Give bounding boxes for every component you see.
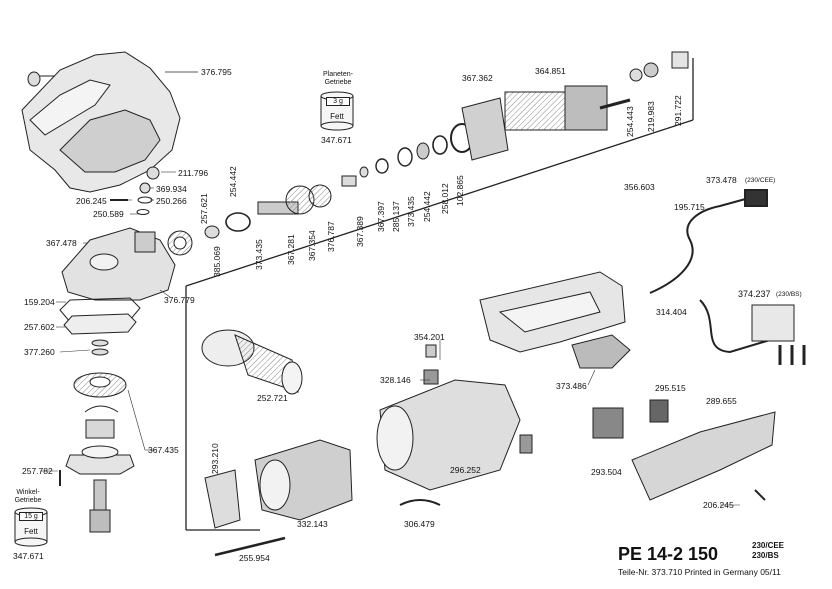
- planetary-gear-row: [204, 123, 474, 239]
- part-label-291722: 291.722: [673, 95, 683, 126]
- part-label-367354: 367.354: [307, 230, 317, 261]
- part-label-373478-note: (230/CEE): [745, 177, 776, 184]
- part-label-258012: 258.012: [440, 183, 450, 214]
- part-label-373435-b: 373.435: [406, 196, 416, 227]
- part-label-369934: 369.934: [156, 184, 187, 194]
- motor-cover-plate: [631, 411, 776, 501]
- gear-cover: [21, 51, 181, 193]
- bevel-gear-stack: [59, 339, 135, 533]
- armature: [461, 51, 689, 161]
- part-label-195715: 195.715: [674, 202, 705, 212]
- part-label-285137: 285.137: [391, 201, 401, 232]
- part-label-257621: 257.621: [199, 193, 209, 224]
- switch-parts: [423, 334, 669, 454]
- part-label-367478: 367.478: [46, 238, 77, 248]
- grease-top-label: Fett: [330, 112, 344, 121]
- power-cable: [649, 189, 806, 365]
- part-label-367281: 367.281: [286, 234, 296, 265]
- part-label-219983: 219.983: [646, 101, 656, 132]
- part-label-374237: 374.237: [738, 289, 771, 299]
- variant-bs: 230/BS: [752, 551, 779, 560]
- part-label-289655: 289.655: [706, 396, 737, 406]
- part-label-296252: 296.252: [450, 465, 481, 475]
- planetary-gear-note: Planeten- Getriebe: [323, 71, 353, 86]
- part-label-252721: 252.721: [257, 393, 288, 403]
- part-label-255954: 255.954: [239, 553, 270, 563]
- grease-bottom-label: Fett: [24, 527, 38, 536]
- part-label-376787: 376.787: [326, 221, 336, 252]
- part-label-250589: 250.589: [93, 209, 124, 219]
- side-handle: [201, 329, 303, 395]
- part-label-206245-a: 206.245: [76, 196, 107, 206]
- part-label-295515: 295.515: [655, 383, 686, 393]
- gear-housing: [61, 227, 193, 301]
- part-label-206245-b: 206.245: [703, 500, 734, 510]
- part-label-373486: 373.486: [556, 381, 587, 391]
- part-label-254442-b: 254.442: [422, 191, 432, 222]
- grease-bottom-part: 347.671: [13, 551, 44, 561]
- part-label-159204: 159.204: [24, 297, 55, 307]
- angle-gear-note: Winkel- Getriebe: [14, 489, 42, 504]
- part-label-250266: 250.266: [156, 196, 187, 206]
- model-title: PE 14-2 150: [618, 544, 719, 564]
- handle-housing: [479, 271, 626, 353]
- part-label-376795: 376.795: [201, 67, 232, 77]
- part-label-364851: 364.851: [535, 66, 566, 76]
- part-label-377260: 377.260: [24, 347, 55, 357]
- part-label-385069: 385.069: [212, 246, 222, 277]
- part-label-257602: 257.602: [24, 322, 55, 332]
- grease-top-part: 347.671: [321, 135, 352, 145]
- part-label-314404: 314.404: [656, 307, 687, 317]
- part-label-367362: 367.362: [462, 73, 493, 83]
- part-label-254442-a: 254.442: [228, 166, 238, 197]
- leader-lines: [40, 171, 740, 506]
- grease-bottom-amount: 15 g: [19, 512, 43, 521]
- part-label-376779: 376.779: [164, 295, 195, 305]
- part-label-293210: 293.210: [210, 443, 220, 474]
- part-label-367435: 367.435: [148, 445, 179, 455]
- variant-cee: 230/CEE: [752, 541, 785, 550]
- part-label-356603: 356.603: [624, 182, 655, 192]
- part-label-373478: 373.478: [706, 175, 737, 185]
- stator: [204, 439, 441, 557]
- part-label-367397: 367.397: [376, 201, 386, 232]
- part-label-102865: 102.865: [455, 175, 465, 206]
- part-label-211796: 211.796: [178, 168, 209, 178]
- part-label-374237-note: (230/BS): [776, 291, 802, 298]
- grease-jar-top: [320, 91, 354, 131]
- gaskets-left: [59, 297, 141, 335]
- part-label-293504: 293.504: [591, 467, 622, 477]
- part-label-328146: 328.146: [380, 375, 411, 385]
- part-label-254443: 254.443: [625, 106, 635, 137]
- grease-top-amount: 3 g: [326, 97, 350, 106]
- upper-frame: [185, 58, 694, 531]
- part-label-373435-a: 373.435: [254, 239, 264, 270]
- part-label-332143: 332.143: [297, 519, 328, 529]
- part-label-367389: 367.389: [355, 216, 365, 247]
- part-label-306479: 306.479: [404, 519, 435, 529]
- footer-text: Teile-Nr. 373.710 Printed in Germany 05/…: [618, 567, 781, 577]
- part-label-354201: 354.201: [414, 332, 445, 342]
- part-label-257782: 257.782: [22, 466, 53, 476]
- motor-housing: [376, 379, 521, 491]
